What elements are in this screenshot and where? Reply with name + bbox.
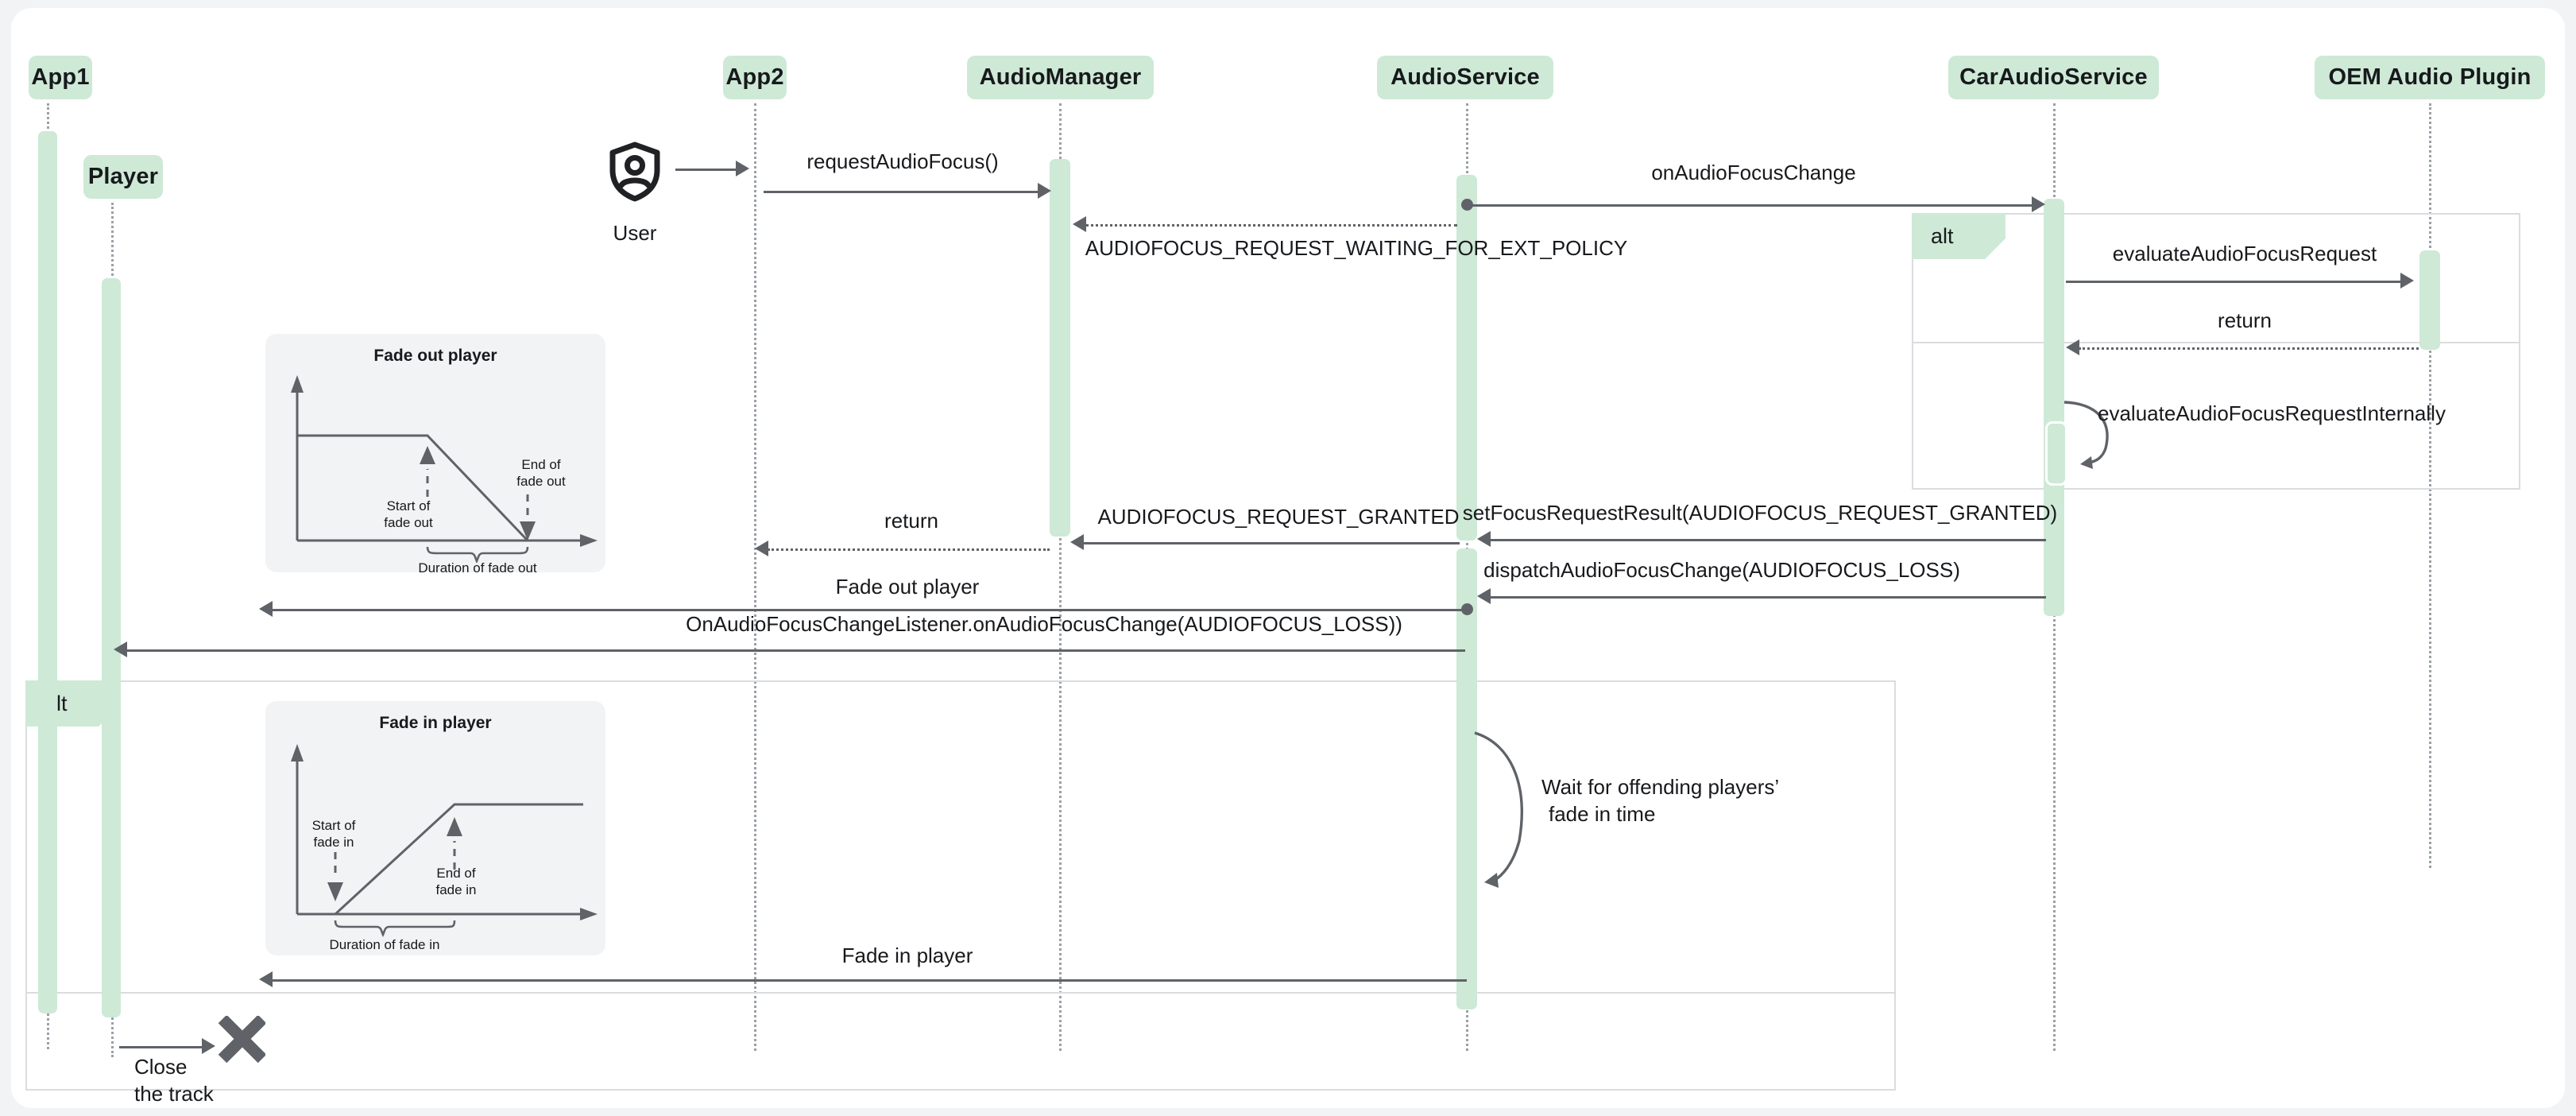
lifeline-audiomanager bbox=[1059, 103, 1062, 1051]
arrow-head-left bbox=[259, 601, 273, 617]
svg-text:fade out: fade out bbox=[516, 474, 566, 489]
message-line-user-to-app2 bbox=[675, 169, 737, 171]
message-label-dispatchAudioFocusChange: dispatchAudioFocusChange(AUDIOFOCUS_LOSS… bbox=[1483, 558, 1960, 582]
arrow-head-left bbox=[1477, 531, 1491, 547]
message-line-requestAudioFocus bbox=[764, 191, 1042, 193]
participant-audioservice[interactable]: AudioService bbox=[1377, 56, 1553, 99]
svg-text:End of: End of bbox=[521, 457, 560, 472]
message-line-return-audiomanager bbox=[768, 548, 1050, 551]
participant-oemplugin-label: OEM Audio Plugin bbox=[2328, 64, 2532, 90]
message-line-fade-in-player bbox=[272, 979, 1467, 982]
activation-audiomanager bbox=[1050, 159, 1070, 537]
message-line-waiting-ext-policy bbox=[1085, 224, 1457, 227]
fragment-alt-left bbox=[25, 680, 1896, 1091]
activation-audioservice-1 bbox=[1456, 175, 1477, 541]
svg-text:End of: End of bbox=[436, 866, 475, 881]
participant-caraudioservice[interactable]: CarAudioService bbox=[1948, 56, 2159, 99]
destroy-x-icon bbox=[216, 1014, 267, 1069]
message-label-return-audiomanager: return bbox=[884, 509, 938, 533]
message-label-request-granted: AUDIOFOCUS_REQUEST_GRANTED bbox=[1097, 505, 1460, 529]
self-message-wait-fade-in bbox=[1473, 730, 1538, 893]
arrow-head-right bbox=[736, 161, 749, 176]
message-line-fade-out-player bbox=[272, 609, 1467, 611]
participant-caraudioservice-label: CarAudioService bbox=[1959, 64, 2148, 90]
arrow-head-left bbox=[2066, 339, 2079, 355]
fragment-divider bbox=[27, 992, 1894, 994]
participant-audiomanager[interactable]: AudioManager bbox=[967, 56, 1154, 99]
activation-audioservice-nested bbox=[1458, 723, 1476, 946]
arrow-head-left bbox=[1070, 534, 1084, 550]
note-fade-out-title: Fade out player bbox=[373, 347, 497, 365]
self-message-evaluateInternally bbox=[2063, 399, 2126, 473]
arrow-head-left bbox=[755, 541, 768, 556]
message-label-setFocusRequestResult: setFocusRequestResult(AUDIOFOCUS_REQUEST… bbox=[1462, 501, 2058, 525]
note-fade-in-player: Fade in player Start of bbox=[265, 701, 605, 955]
message-label-fade-in-player: Fade in player bbox=[841, 944, 973, 967]
message-label-evaluateInternally: evaluateAudioFocusRequestInternally bbox=[2098, 401, 2446, 425]
note-fade-in-title: Fade in player bbox=[379, 714, 492, 732]
message-label-onAudioFocusChangeListener: OnAudioFocusChangeListener.onAudioFocusC… bbox=[686, 612, 1402, 636]
message-label-close-track-2: the track bbox=[134, 1082, 214, 1106]
message-label-fade-out-player: Fade out player bbox=[835, 575, 980, 599]
svg-text:Duration of fade out: Duration of fade out bbox=[418, 560, 537, 572]
activation-app1 bbox=[38, 131, 57, 1013]
message-line-setFocusRequestResult bbox=[1490, 539, 2046, 541]
fragment-alt-right-tag: alt bbox=[1912, 213, 2005, 259]
message-line-close-track bbox=[119, 1046, 205, 1048]
participant-app1-label: App1 bbox=[31, 64, 90, 90]
svg-text:Duration of fade in: Duration of fade in bbox=[330, 937, 440, 952]
arrow-head-left bbox=[1073, 216, 1086, 232]
message-label-close-track-1: Close bbox=[134, 1055, 188, 1079]
message-label-return-oem: return bbox=[2218, 308, 2272, 332]
fragment-alt-right-label: alt bbox=[1931, 223, 1954, 248]
arrow-head-right bbox=[1038, 183, 1051, 199]
svg-text:Start of: Start of bbox=[312, 818, 356, 833]
message-label-requestAudioFocus: requestAudioFocus() bbox=[806, 149, 999, 173]
arrow-head-right bbox=[2032, 196, 2045, 212]
svg-text:fade out: fade out bbox=[384, 515, 433, 530]
message-label-evaluateAudioFocusRequest: evaluateAudioFocusRequest bbox=[2112, 242, 2377, 265]
participant-audiomanager-label: AudioManager bbox=[979, 64, 1142, 90]
actor-user-label: User bbox=[613, 221, 657, 245]
svg-text:fade in: fade in bbox=[313, 835, 354, 850]
message-label-onAudioFocusChange: onAudioFocusChange bbox=[1651, 161, 1856, 184]
participant-app2[interactable]: App2 bbox=[723, 56, 787, 99]
message-line-evaluateAudioFocusRequest bbox=[2066, 281, 2404, 283]
arrow-head-left bbox=[1477, 588, 1491, 604]
arrow-head-right bbox=[2400, 273, 2414, 289]
fragment-alt-right bbox=[1912, 213, 2520, 490]
svg-text:Start of: Start of bbox=[387, 498, 431, 513]
lifeline-oemplugin bbox=[2429, 103, 2431, 868]
message-label-wait-fade-in-2: fade in time bbox=[1549, 802, 1656, 826]
diagram-canvas: alt alt App1 Player App2 AudioManager bbox=[11, 8, 2565, 1108]
shield-user-icon bbox=[609, 141, 661, 206]
activation-caraudioservice-nested bbox=[2045, 421, 2067, 486]
message-line-dispatchAudioFocusChange bbox=[1490, 596, 2046, 599]
message-line-return-oem bbox=[2079, 347, 2419, 350]
activation-caraudioservice bbox=[2044, 199, 2064, 616]
message-line-request-granted bbox=[1083, 542, 1460, 544]
message-line-onAudioFocusChangeListener bbox=[126, 649, 1465, 652]
message-label-waiting-ext-policy: AUDIOFOCUS_REQUEST_WAITING_FOR_EXT_POLIC… bbox=[1085, 236, 1628, 260]
message-line-onAudioFocusChange bbox=[1467, 204, 2036, 207]
svg-text:fade in: fade in bbox=[435, 882, 476, 897]
participant-audioservice-label: AudioService bbox=[1390, 64, 1540, 90]
message-origin-dot bbox=[1461, 603, 1473, 615]
participant-app2-label: App2 bbox=[725, 64, 784, 90]
message-label-wait-fade-in-1: Wait for offending players’ bbox=[1541, 775, 1780, 799]
fragment-divider bbox=[1913, 342, 2519, 343]
participant-app1[interactable]: App1 bbox=[29, 56, 92, 99]
note-fade-out-player: Fade out player Start of bbox=[265, 334, 605, 572]
participant-player[interactable]: Player bbox=[83, 155, 163, 199]
lifeline-app2 bbox=[754, 103, 756, 1051]
arrow-head-right bbox=[202, 1038, 215, 1054]
participant-player-label: Player bbox=[87, 164, 159, 189]
arrow-head-left bbox=[259, 971, 273, 987]
participant-oemplugin[interactable]: OEM Audio Plugin bbox=[2315, 56, 2545, 99]
activation-oemplugin bbox=[2419, 250, 2440, 350]
arrow-head-left bbox=[114, 641, 127, 657]
